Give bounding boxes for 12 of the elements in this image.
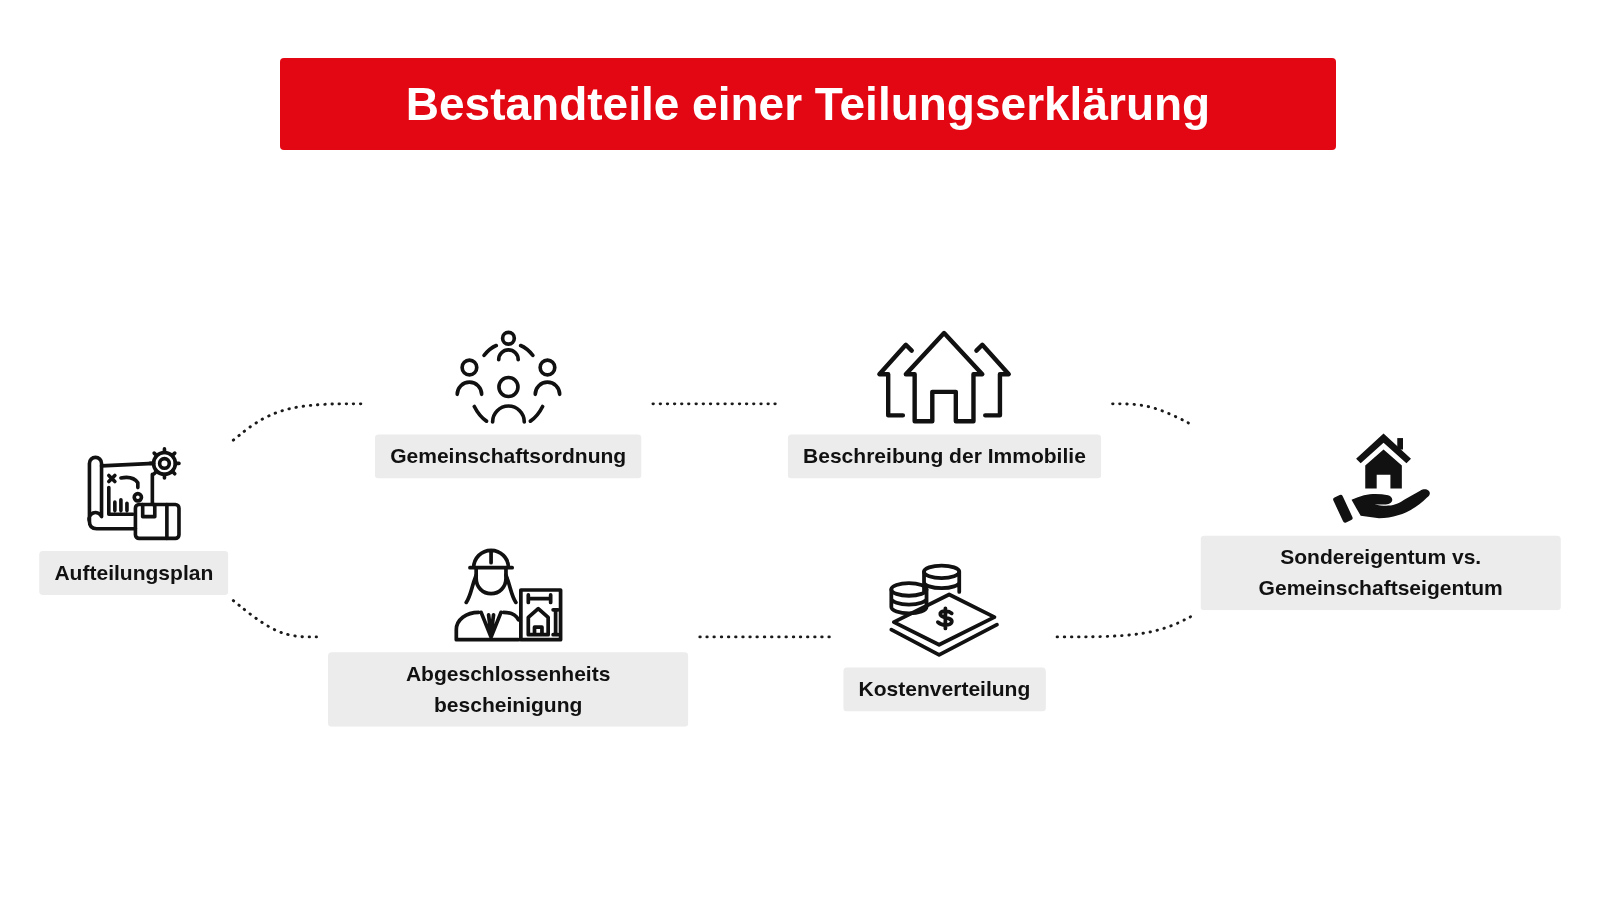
topic-label: Gemeinschaftsordnung [374,434,642,479]
title-banner: Bestandteile einer Teilungserklärung [280,58,1336,150]
connector [651,402,778,406]
topic-label: Sondereigentum vs. Gemeinschaftseigentum [1200,535,1561,611]
connector [698,635,834,639]
topic-label: Beschreibung der Immobilie [787,434,1102,479]
topic-label: Kostenverteilung [843,667,1046,712]
connector [231,402,365,442]
connector [231,599,318,639]
topic-label: Abgeschlossenheits bescheinigung [328,652,689,727]
topic-label: Aufteilungsplan [39,551,229,595]
connector [1055,614,1194,639]
